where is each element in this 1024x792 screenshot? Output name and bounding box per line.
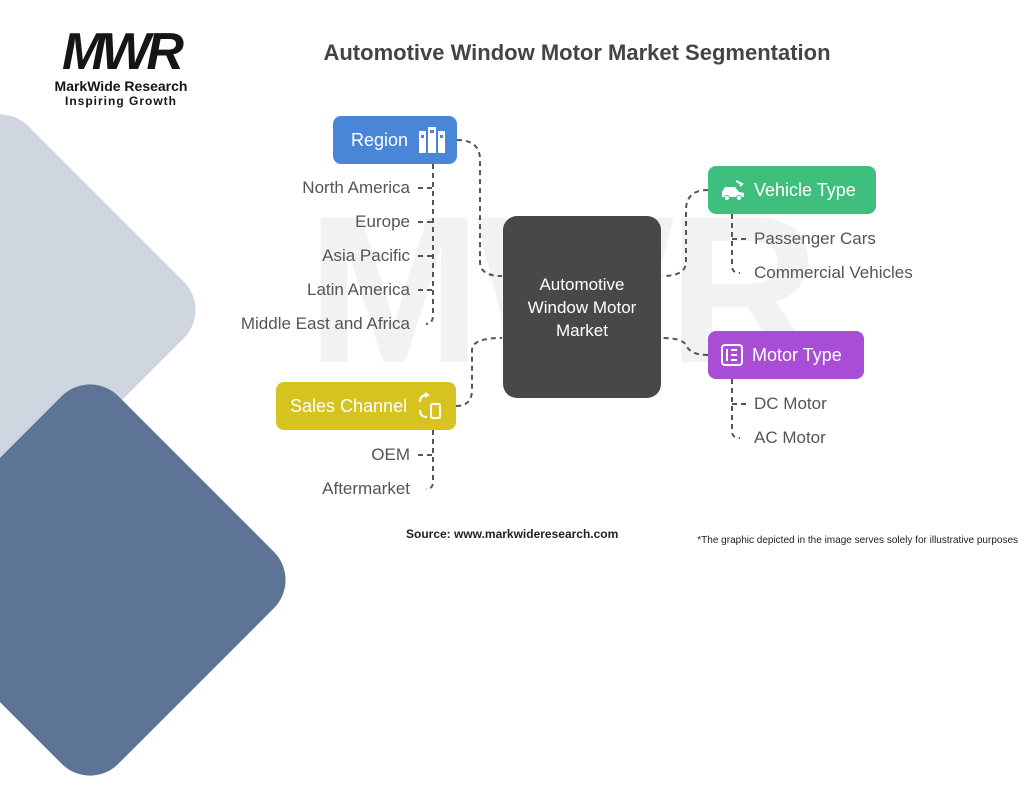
disclaimer-note: *The graphic depicted in the image serve… [697,535,1018,546]
device-sync-icon [417,392,443,420]
motor-type-item: DC Motor [754,394,827,413]
logo: MWR MarkWide Research Inspiring Growth [36,26,206,108]
page-title: Automotive Window Motor Market Segmentat… [323,40,831,65]
region-item: Asia Pacific [322,246,410,265]
region-item: Europe [355,212,410,231]
logo-tagline: Inspiring Growth [65,94,177,108]
sales-channel-label: Sales Channel [290,395,408,416]
center-node: Automotive Window Motor Market [503,216,661,398]
region-item: North America [302,178,410,197]
sales-channel-item: Aftermarket [322,479,410,498]
region-node: Region [333,116,457,164]
connector-lines [418,139,746,490]
motor-icon [720,343,744,367]
motor-type-node: Motor Type [708,331,864,379]
region-item: Middle East and Africa [240,314,410,333]
sales-channel-node: Sales Channel [276,382,456,430]
sales-channel-item: OEM [371,445,410,464]
vehicle-type-item: Commercial Vehicles [754,263,913,282]
region-label: Region [351,129,409,150]
car-icon [720,179,746,201]
logo-brand: MarkWide Research [54,78,188,94]
vehicle-type-item: Passenger Cars [754,229,876,248]
motor-type-label: Motor Type [752,344,842,365]
building-icon [418,127,446,153]
vehicle-type-node: Vehicle Type [708,166,876,214]
region-item: Latin America [307,280,410,299]
vehicle-type-label: Vehicle Type [754,179,856,200]
center-label: Automotive Window Motor Market [527,274,637,340]
motor-type-item: AC Motor [754,428,826,447]
source-text: Source: www.markwideresearch.com [406,527,619,541]
logo-mark: MWR [62,23,184,81]
